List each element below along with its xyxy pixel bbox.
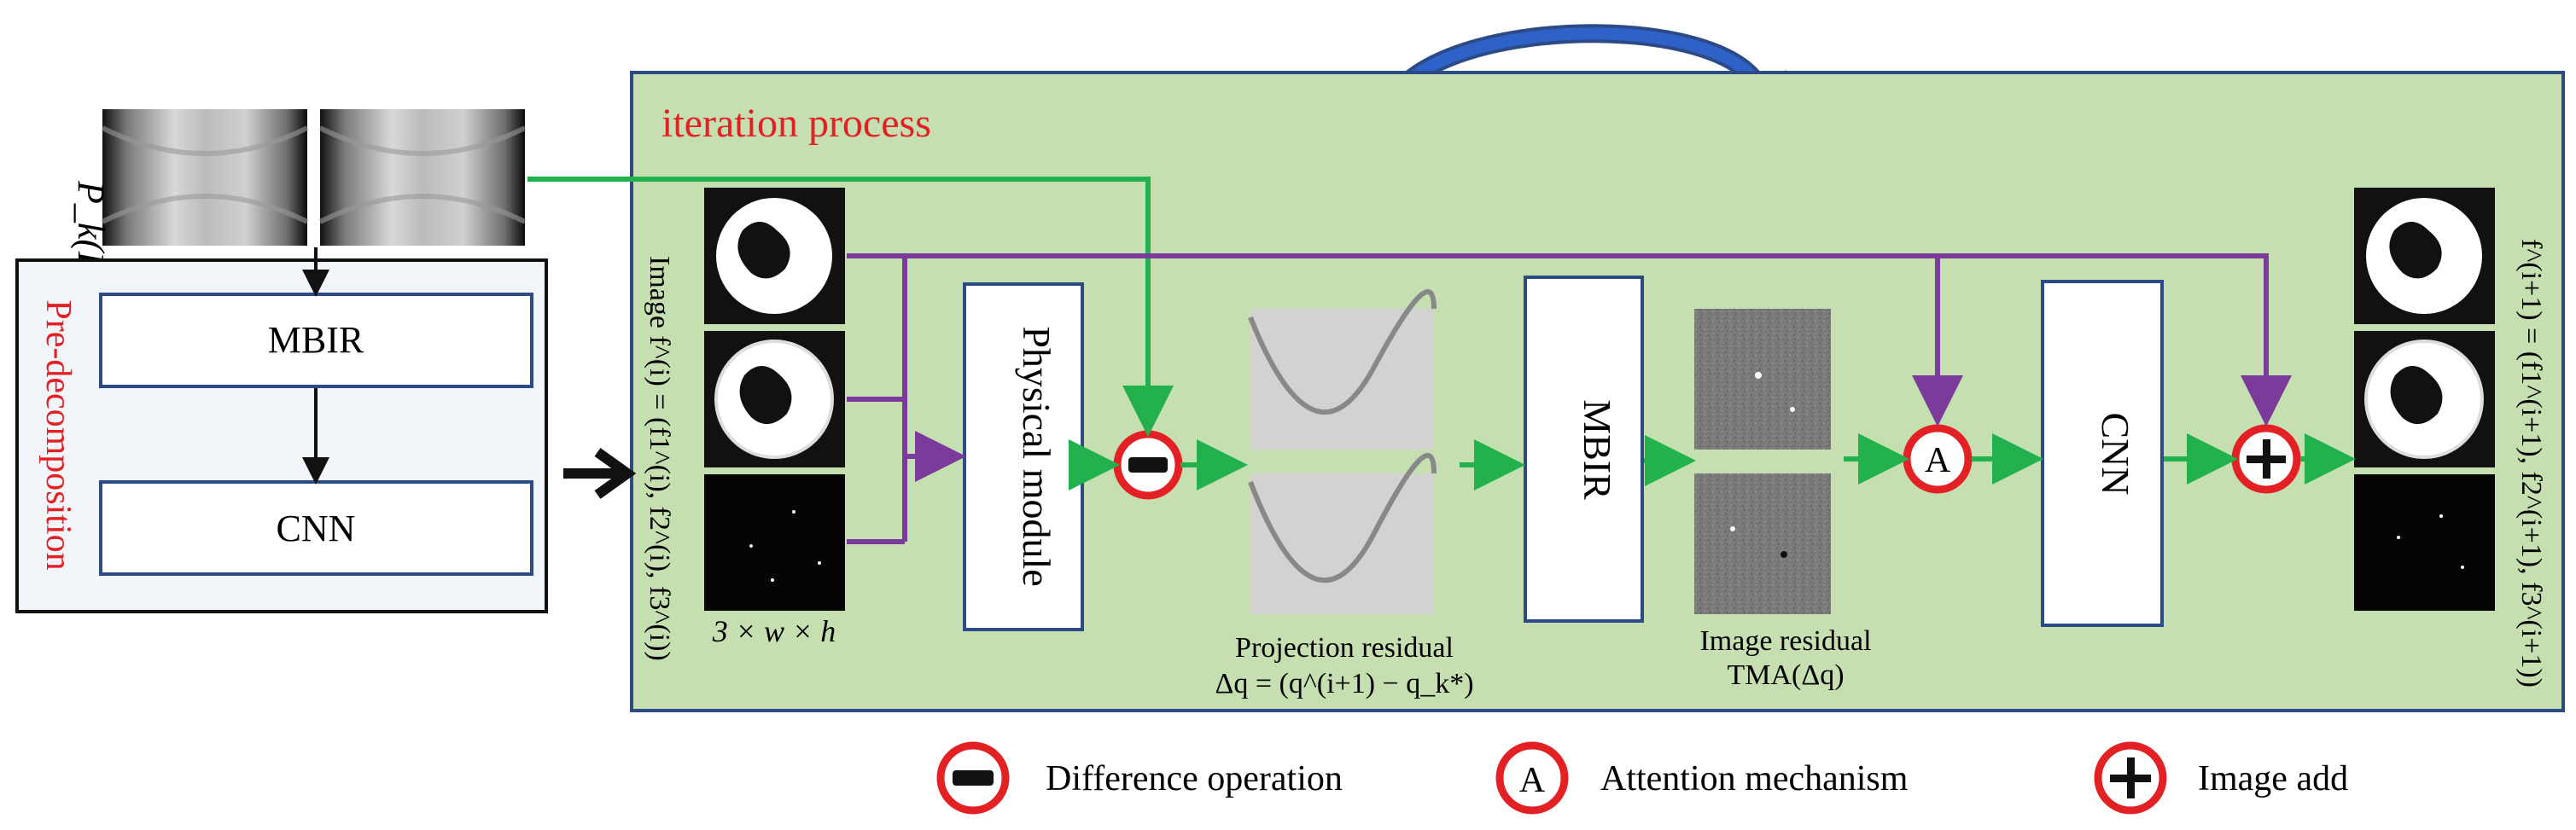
image-residual-images: [1694, 309, 1831, 614]
physical-module-label: Physical module: [1015, 326, 1058, 586]
arrow-sino-to-diff: [527, 177, 1174, 437]
image-residual-formula: TMA(Δq): [1727, 659, 1844, 691]
legend-attention-symbol: A: [1519, 761, 1546, 800]
predecomposition-label: Pre-decomposition: [38, 299, 78, 570]
iter-cnn-label: CNN: [2094, 412, 2137, 495]
predecomp-mbir-label: MBIR: [268, 319, 364, 361]
output-label: f^(i+1) = (f1^(i+1), f2^(i+1), f3^(i+1)): [2515, 239, 2547, 688]
projection-residual-label: Projection residual: [1235, 632, 1454, 664]
predecomp-cnn-label: CNN: [277, 508, 356, 549]
projection-residual-formula: Δq = (q^(i+1) − q_k*): [1215, 668, 1473, 699]
iteration-title: iteration process: [661, 101, 931, 146]
image-stack-input: [704, 188, 845, 611]
legend-add-label: Image add: [2198, 759, 2348, 798]
image-residual-label: Image residual: [1699, 625, 1871, 657]
image-stack-output: [2354, 188, 2495, 611]
attention-symbol: A: [1925, 441, 1951, 480]
iter-mbir-label: MBIR: [1576, 399, 1619, 500]
legend-attention-label: Attention mechanism: [1600, 759, 1909, 798]
green-flow: [527, 177, 2356, 490]
legend: Difference operation A Attention mechani…: [936, 741, 2348, 815]
projection-residual-images: [1248, 289, 1437, 614]
predecomp-mbir-box: [99, 293, 533, 388]
purple-flow: [847, 253, 2292, 544]
legend-difference-label: Difference operation: [1046, 759, 1343, 798]
iter-mbir-box: [1524, 276, 1644, 623]
predecomp-cnn-box: [99, 480, 533, 576]
input-sinograms: [101, 109, 527, 246]
iter-cnn-box: [2041, 280, 2164, 627]
image-label: Image f^(i) = (f1^(i), f2^(i), f3^(i)): [644, 256, 675, 661]
dims-label: 3 × w × h: [712, 614, 836, 648]
arrow-images-to-add: [1938, 253, 2292, 427]
legend-attention-icon: [1495, 741, 1569, 815]
